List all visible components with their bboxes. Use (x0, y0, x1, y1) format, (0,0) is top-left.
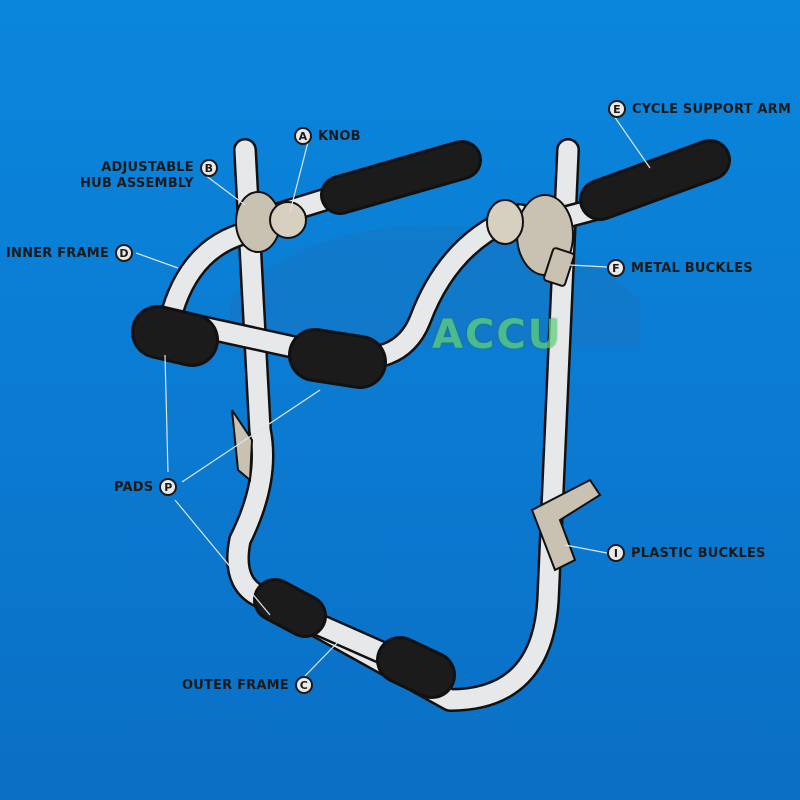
label-support-arm: E CYCLE SUPPORT ARM (608, 100, 791, 118)
outer-frame-fill (228, 140, 578, 710)
leader-lines (135, 115, 651, 677)
label-support-arm-text: CYCLE SUPPORT ARM (632, 101, 791, 117)
leader-support-arm (613, 115, 651, 169)
label-hub-assembly: ADJUSTABLE HUB ASSEMBLY B (80, 159, 218, 192)
label-inner-frame-text: INNER FRAME (6, 245, 109, 261)
label-metal-buckles-text: METAL BUCKLES (631, 260, 753, 276)
metal-buckle (543, 247, 575, 287)
label-pads-text: PADS (114, 479, 154, 495)
pad-top-center (288, 328, 387, 389)
pad-top-left (131, 305, 219, 367)
label-hub-line1: ADJUSTABLE (101, 160, 194, 175)
leader-outer-frame (304, 639, 341, 677)
label-pads: PADS P (114, 478, 178, 496)
plastic-buckle-right (530, 478, 602, 572)
badge-b: B (199, 159, 218, 177)
label-outer-frame-text: OUTER FRAME (182, 677, 289, 693)
label-knob: A KNOB (294, 127, 361, 145)
knob-right (486, 199, 524, 245)
label-hub-assembly-text: ADJUSTABLE HUB ASSEMBLY (80, 160, 194, 192)
leader-pads-2 (181, 389, 321, 483)
leader-pads-1 (164, 354, 169, 473)
label-metal-buckles: F METAL BUCKLES (607, 259, 753, 277)
plastic-buckle-left (231, 409, 254, 483)
badge-i: I (607, 544, 625, 562)
label-knob-text: KNOB (318, 128, 361, 144)
badge-c: C (294, 676, 313, 694)
leader-hub (204, 174, 246, 206)
support-arm-right-pad-fill (582, 142, 728, 218)
watermark-logo: ACCU (432, 312, 563, 358)
badge-d: D (114, 244, 133, 262)
leader-metal-buckle (569, 264, 608, 268)
label-plastic-buckles-text: PLASTIC BUCKLES (631, 545, 766, 561)
badge-e: E (608, 100, 626, 118)
knob-left (269, 201, 307, 239)
pad-bottom-left (253, 578, 327, 638)
label-plastic-buckles: I PLASTIC BUCKLES (607, 544, 766, 562)
leader-pads-3 (174, 499, 271, 616)
leader-knob (289, 141, 309, 213)
label-inner-frame: INNER FRAME D (6, 244, 133, 262)
support-arm-left-pad-fill (323, 143, 479, 212)
label-hub-line2: HUB ASSEMBLY (80, 176, 194, 191)
badge-a: A (294, 127, 312, 145)
leader-plastic-buckle (564, 544, 608, 554)
leader-inner-frame (135, 252, 179, 269)
label-outer-frame: OUTER FRAME C (182, 676, 313, 694)
badge-f: F (607, 259, 625, 277)
pad-bottom-right (376, 636, 456, 699)
badge-p: P (159, 478, 178, 496)
